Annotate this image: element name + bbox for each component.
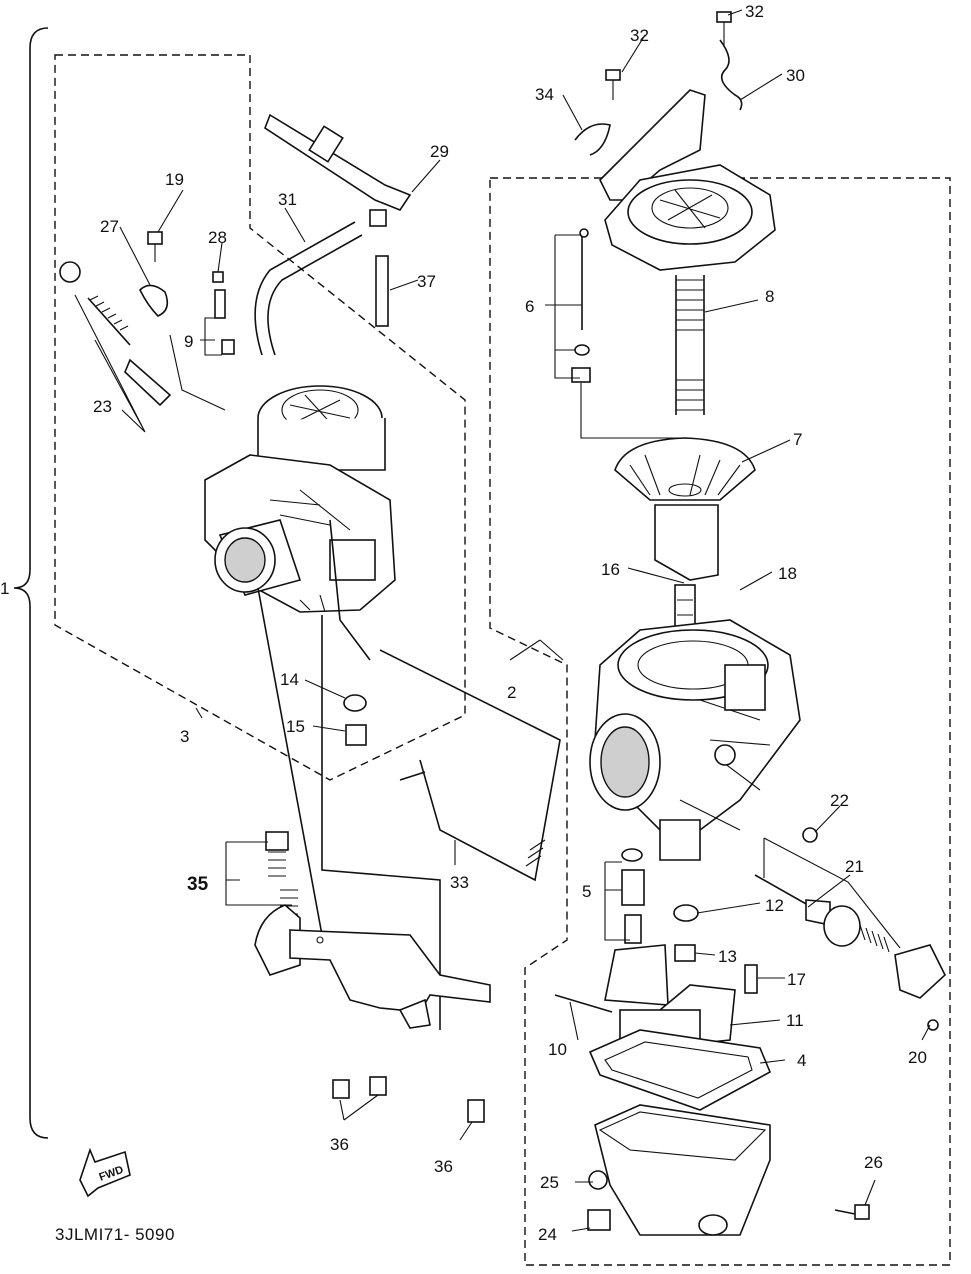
- callout-24: 24: [538, 1225, 557, 1244]
- leader-lines: [74, 9, 931, 1232]
- group-3-boundary: [54, 54, 466, 781]
- callout-20: 20: [908, 1048, 927, 1067]
- callout-25: 25: [540, 1173, 559, 1192]
- callout-16: 16: [601, 560, 620, 579]
- callout-1: 1: [0, 579, 9, 598]
- callout-5: 5: [582, 882, 591, 901]
- callout-37: 37: [417, 272, 436, 291]
- callout-36-right: 36: [434, 1157, 453, 1176]
- left-carburetor: [204, 385, 396, 613]
- callout-31: 31: [278, 190, 297, 209]
- callout-labels: 1 2 3 4 5 6 7 8 9 10 11 12 13 14 15 16 1…: [0, 2, 927, 1244]
- callout-13: 13: [718, 947, 737, 966]
- callout-33: 33: [450, 873, 469, 892]
- right-bottom-parts: [554, 827, 946, 1236]
- fwd-arrow-icon: FWD: [79, 1147, 131, 1198]
- callout-22: 22: [830, 791, 849, 810]
- callout-17: 17: [787, 970, 806, 989]
- linkage-parts: [254, 519, 561, 1123]
- callout-8: 8: [765, 287, 774, 306]
- group-2-boundary: [489, 177, 951, 1266]
- callout-29: 29: [430, 142, 449, 161]
- callout-3: 3: [180, 727, 189, 746]
- callout-32-top: 32: [745, 2, 764, 21]
- callout-21: 21: [845, 857, 864, 876]
- callout-9: 9: [184, 332, 193, 351]
- callout-26: 26: [864, 1153, 883, 1172]
- right-carburetor: [589, 584, 801, 861]
- callout-34: 34: [535, 85, 554, 104]
- callout-12: 12: [765, 896, 784, 915]
- callout-14: 14: [280, 670, 299, 689]
- callout-6: 6: [525, 297, 534, 316]
- callout-19: 19: [165, 170, 184, 189]
- callout-23: 23: [93, 397, 112, 416]
- right-top-parts: [571, 11, 776, 581]
- callout-32: 32: [630, 26, 649, 45]
- diagram-code: 3JLMI71- 5090: [55, 1225, 175, 1244]
- callout-10: 10: [548, 1040, 567, 1059]
- callout-30: 30: [786, 66, 805, 85]
- assembly-brace: [13, 27, 49, 1139]
- callout-28: 28: [208, 228, 227, 247]
- callout-11: 11: [786, 1011, 804, 1030]
- callout-18: 18: [778, 564, 797, 583]
- callout-36-left: 36: [330, 1135, 349, 1154]
- callout-35: 35: [187, 874, 209, 895]
- callout-7: 7: [793, 430, 802, 449]
- callout-15: 15: [286, 717, 305, 736]
- left-carb-parts: [59, 113, 412, 746]
- callout-2: 2: [507, 683, 516, 702]
- callout-4: 4: [797, 1051, 806, 1070]
- callout-27: 27: [100, 217, 119, 236]
